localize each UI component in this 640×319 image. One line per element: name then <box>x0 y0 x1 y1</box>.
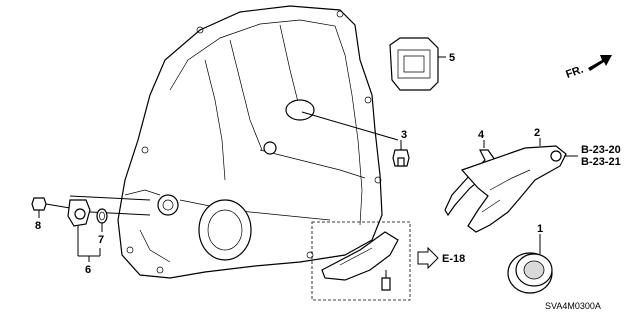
callout-8: 8 <box>35 220 41 232</box>
part-7-o-ring: 7 <box>96 208 108 246</box>
ref-e-18-arrow[interactable]: E-18 <box>417 246 465 270</box>
ref-b-23-21[interactable]: B-23-21 <box>581 156 621 168</box>
callout-6-bracket: 6 <box>77 226 101 276</box>
callout-7: 7 <box>98 234 104 246</box>
part-6-sensor <box>67 195 151 227</box>
ref-b-23-20[interactable]: B-23-20 <box>581 144 621 156</box>
callout-1: 1 <box>537 223 543 235</box>
callout-3: 3 <box>401 129 407 141</box>
callout-2: 2 <box>534 127 540 139</box>
callout-4: 4 <box>478 129 485 141</box>
part-3-bolt: 3 <box>301 111 410 167</box>
part-5-boot: 5 <box>389 37 455 91</box>
callout-5: 5 <box>449 52 455 64</box>
ref-e-18[interactable]: E-18 <box>442 253 465 265</box>
diagram-code: SVA4M0300A <box>545 301 601 311</box>
front-direction-indicator: FR. <box>564 55 612 81</box>
front-arrow-icon <box>588 55 612 71</box>
part-2-release-fork: 2 <box>460 127 578 233</box>
transmission-housing <box>117 5 383 279</box>
part-1-release-bearing: 1 <box>507 223 553 294</box>
front-label: FR. <box>564 64 585 81</box>
callout-6: 6 <box>85 264 91 276</box>
part-8-bolt: 8 <box>31 197 71 232</box>
inset-bracket-group <box>311 221 411 301</box>
